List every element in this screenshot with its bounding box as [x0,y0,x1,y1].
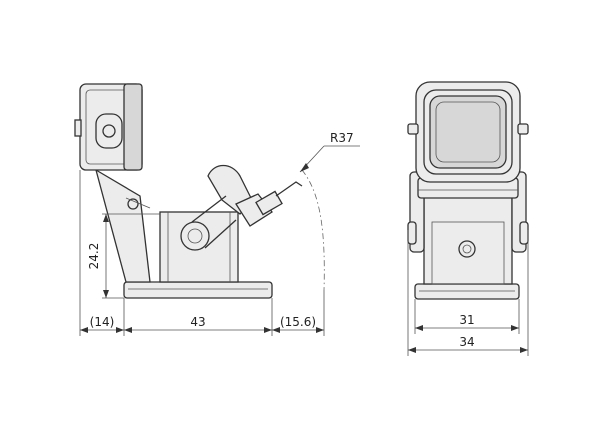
front-lower-housing [423,195,513,285]
swing-radius-arc [301,169,325,291]
base-width-label: 43 [190,315,205,329]
front-inner-label: 31 [459,313,474,327]
side-hood [74,83,151,283]
front-hood [407,81,529,183]
side-base-plate [123,281,273,299]
side-locking-lever [180,164,303,251]
left-width-label: (14) [90,315,115,329]
height-label: 24.2 [87,243,101,270]
radius-label: R37 [330,131,354,145]
front-view: 31 34 [407,81,529,356]
side-view: R37 24.2 (14) 43 (15.6) [74,83,360,336]
front-base-plate [414,283,520,300]
right-offset-label: (15.6) [280,315,316,329]
front-outer-label: 34 [459,335,474,349]
front-screw [458,240,476,258]
